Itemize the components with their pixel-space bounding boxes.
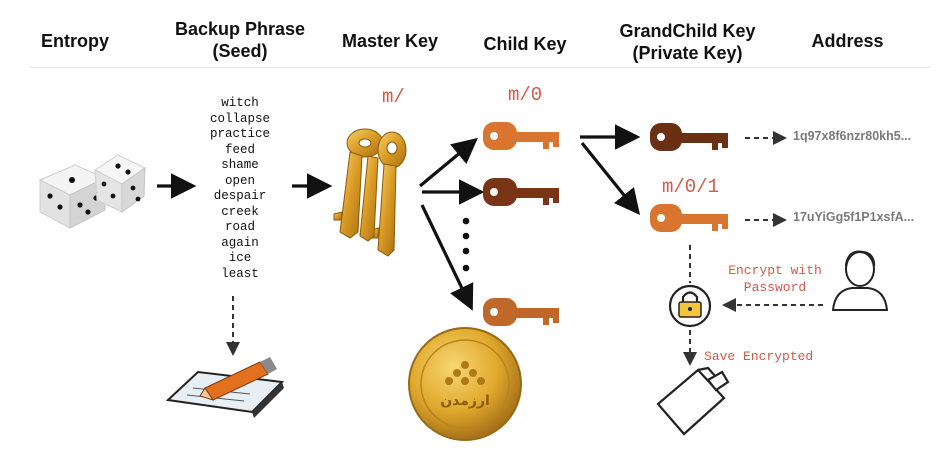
ellipsis-dots [462,217,470,272]
seed-word: creek [221,204,259,219]
note-encrypt-with-password: Encrypt with Password [715,262,835,296]
seed-word: shame [221,158,259,172]
address-1: 1q97x8f6nzr80kh5... [793,129,912,143]
seed-word: practice [209,127,270,141]
header-grandchild-line1: GrandChild Key [619,21,756,41]
seed-word: road [224,220,255,234]
header-address: Address [811,31,884,51]
grandchild-key-icon [650,123,728,232]
dashed-arrows [226,131,823,366]
header-entropy: Entropy [40,31,109,51]
coin-text: ارزمدن [440,393,490,409]
seed-word: least [221,266,259,281]
child-key-icon [483,122,559,326]
coin-icon: ارزمدن [408,327,522,441]
keys-icon [333,128,407,257]
wallet-icon [656,366,730,436]
seed-word: collapse [209,111,270,126]
pen-paper-icon [165,357,285,418]
seed-word: ice [228,251,252,265]
header-backup-line2: (Seed) [212,41,268,61]
seed-word: despair [213,189,267,203]
note-save-encrypted: Save Encrypted [704,349,814,364]
header-master-key: Master Key [341,31,439,51]
flow-arrows [157,124,641,311]
padlock-icon [668,284,712,328]
seed-word: open [224,173,255,188]
user-icon [831,250,889,311]
note-encrypt-line1: Encrypt with [728,263,822,278]
header-child-key: Child Key [483,34,567,54]
address-2: 17uYiGg5f1P1xsfA... [793,210,915,224]
header-backup-phrase: Backup Phrase (Seed) [160,18,320,62]
path-grandchild: m/0/1 [662,176,720,198]
path-child: m/0 [508,84,543,106]
header-divider [30,67,930,68]
seed-word: witch [221,96,259,110]
note-encrypt-line2: Password [743,280,807,295]
seed-word: again [221,235,259,250]
header-grandchild-line2: (Private Key) [632,43,743,63]
header-grandchild-key: GrandChild Key (Private Key) [605,20,770,64]
dice-icon [38,154,146,229]
seed-word: feed [224,142,255,157]
header-backup-line1: Backup Phrase [174,19,306,39]
path-master: m/ [382,86,405,108]
